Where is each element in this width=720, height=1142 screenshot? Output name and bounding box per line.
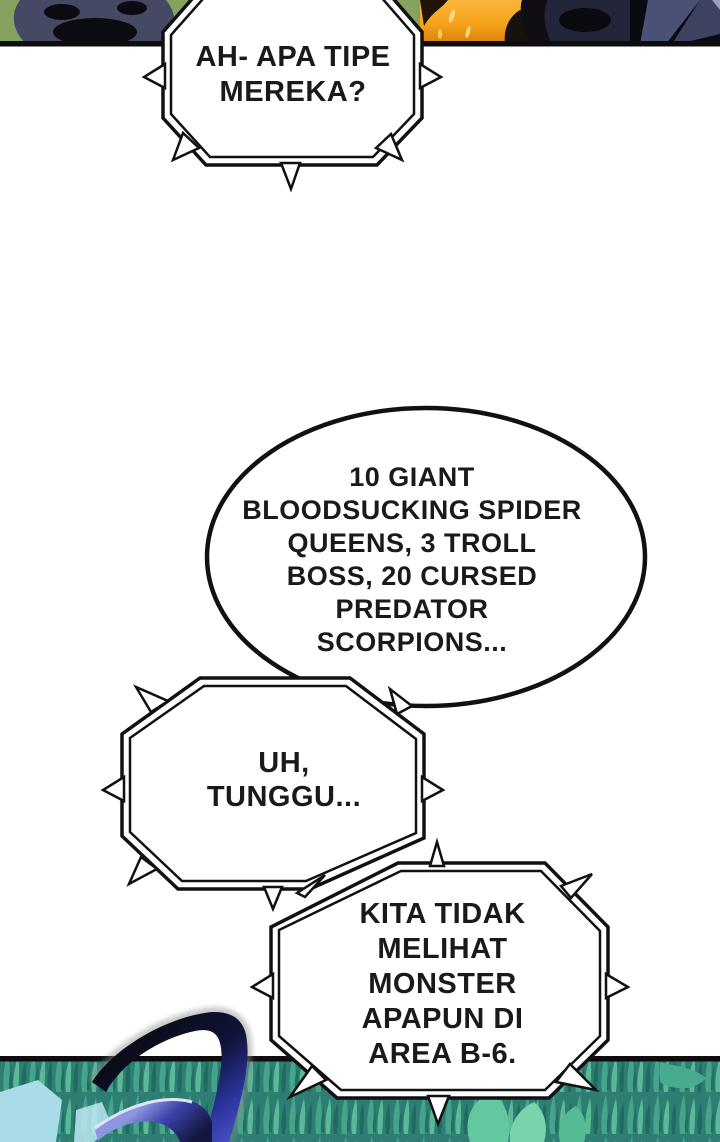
bubble-thorns: [141, 61, 444, 193]
bubble-thorns: [249, 837, 631, 1128]
speech-bubble-answer: [204, 405, 648, 709]
speech-bubble-wait: [100, 676, 446, 913]
speech-bubble-report: [249, 837, 631, 1128]
water-patch: [0, 1080, 62, 1142]
speech-text-report: KITA TIDAK MELIHAT MONSTER APAPUN DI ARE…: [359, 898, 526, 1070]
bubble-thorns: [100, 684, 446, 913]
speech-text-question: AH- APA TIPE MEREKA?: [195, 41, 391, 108]
slab-rocks: [640, 0, 700, 44]
brush-slash: [88, 1007, 253, 1142]
speech-text-answer: 10 GIANT BLOODSUCKING SPIDER QUEENS, 3 T…: [242, 462, 582, 657]
speech-bubble-question: [141, 0, 444, 193]
leaf-cluster: [467, 1092, 510, 1142]
speech-text-wait: UH, TUNGGU...: [206, 747, 362, 813]
